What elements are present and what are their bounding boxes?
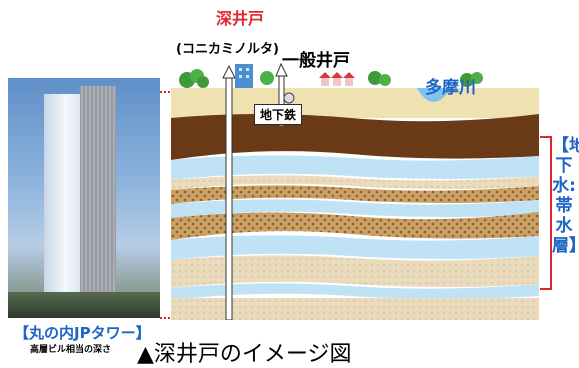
tama-river-basin [417,88,451,102]
subway-label: 地下鉄 [254,104,303,125]
street-trees [8,292,160,318]
building-icon [235,64,253,88]
konica-minolta-label: (コニカミノルタ) [176,42,279,57]
deep-well-pipe [225,77,233,320]
general-well-arrow [275,62,288,77]
water-layer-3 [171,235,539,260]
tree-icon [460,72,483,87]
underground-cross-section [171,62,539,320]
jp-tower-label: 【丸の内JPタワー】 [14,324,151,342]
gravel-layer-2 [171,212,539,240]
tower-right-face [80,86,116,304]
tama-river-label: 多摩川 [425,78,476,98]
aquifer-bracket [540,136,552,290]
clay-layer [171,114,539,160]
tree-icon [179,69,209,88]
sand-layer-3 [171,298,539,320]
tree-icon [368,71,391,86]
tower-left-face [44,94,80,304]
jp-tower-photo [8,78,160,318]
general-well-label: 一般井戸 [282,51,350,71]
sand-layer-2 [171,255,539,288]
gravel-layer-1 [171,185,539,204]
depth-guide-top [160,91,170,93]
tunnel-icon [283,92,295,104]
house-icon [319,72,355,86]
water-layer-4 [171,283,539,300]
figure-caption: ▲深井戸のイメージ図 [137,342,352,367]
deep-well-label: 深井戸 [216,9,265,28]
tree-icon [260,71,274,85]
water-layer-2 [171,199,539,218]
water-layer-1 [171,155,539,180]
aquifer-label: 【地下水:帯水層】 [552,136,579,256]
sand-layer-1 [171,175,539,190]
depth-guide-bottom [160,317,170,319]
deep-well-arrow [222,64,236,79]
depth-note: 高層ビル相当の深さ [30,345,112,355]
